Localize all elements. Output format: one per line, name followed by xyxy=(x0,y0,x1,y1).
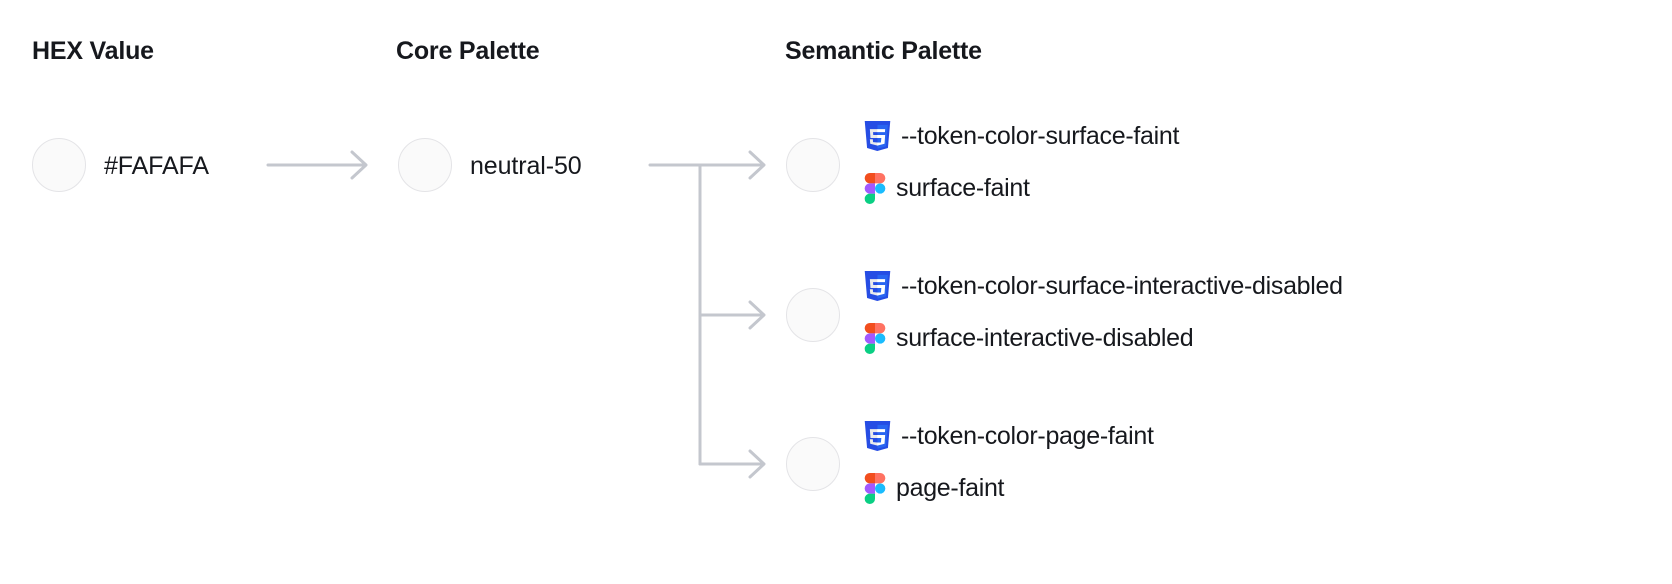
figma-token-name: surface-interactive-disabled xyxy=(896,323,1194,352)
color-swatch-semantic-2 xyxy=(786,437,840,491)
css-token-name: --token-color-page-faint xyxy=(901,421,1154,450)
semantic-token-row: --token-color-surface-faint surface-fain… xyxy=(864,118,1179,206)
color-swatch-semantic-0 xyxy=(786,138,840,192)
arrowhead-semantic-2 xyxy=(748,449,766,479)
css3-icon xyxy=(864,271,891,301)
column-heading-core-palette: Core Palette xyxy=(396,37,540,65)
css-token-line: --token-color-surface-interactive-disabl… xyxy=(864,268,1343,304)
figma-token-name: surface-faint xyxy=(896,173,1030,202)
css-token-name: --token-color-surface-faint xyxy=(901,121,1180,150)
css3-icon xyxy=(864,421,891,451)
branch-connector-core-to-semantic xyxy=(648,163,764,466)
figma-token-name: page-faint xyxy=(896,473,1005,502)
core-palette-label: neutral-50 xyxy=(470,152,582,180)
column-heading-semantic-palette: Semantic Palette xyxy=(785,37,982,65)
color-swatch-core-palette xyxy=(398,138,452,192)
arrowhead-semantic-1 xyxy=(748,300,766,330)
css-token-line: --token-color-page-faint xyxy=(864,418,1154,454)
hex-value-label: #FAFAFA xyxy=(104,152,209,180)
arrow-hex-to-core xyxy=(266,150,368,180)
figma-icon xyxy=(864,472,886,504)
column-heading-hex-value: HEX Value xyxy=(32,37,154,65)
color-swatch-hex-value xyxy=(32,138,86,192)
semantic-token-row: --token-color-page-faint page-faint xyxy=(864,418,1154,506)
figma-token-line: page-faint xyxy=(864,470,1154,506)
arrowhead-semantic-0 xyxy=(748,150,766,180)
css3-icon xyxy=(864,121,891,151)
figma-icon xyxy=(864,172,886,204)
figma-token-line: surface-faint xyxy=(864,170,1179,206)
figma-icon xyxy=(864,322,886,354)
figma-token-line: surface-interactive-disabled xyxy=(864,320,1343,356)
color-swatch-semantic-1 xyxy=(786,288,840,342)
css-token-name: --token-color-surface-interactive-disabl… xyxy=(901,271,1343,300)
semantic-token-row: --token-color-surface-interactive-disabl… xyxy=(864,268,1343,356)
css-token-line: --token-color-surface-faint xyxy=(864,118,1179,154)
